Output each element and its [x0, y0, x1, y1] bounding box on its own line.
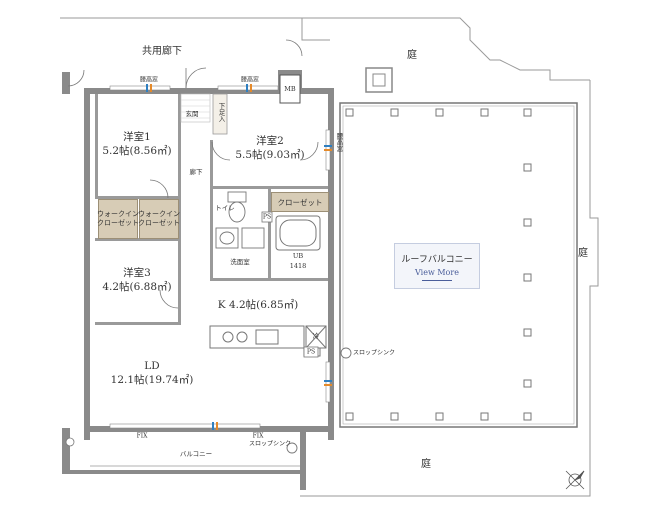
label-common-corridor: 共用廊下	[142, 46, 182, 57]
shoe-box	[212, 93, 228, 135]
ps-box-1	[261, 211, 273, 223]
corridor-walls	[62, 72, 306, 490]
label-window-high-2: 腰高窓	[240, 76, 260, 84]
label-shoe-box: 下足入	[217, 102, 225, 122]
label-balcony: バルコニー	[179, 450, 213, 458]
interior-walls	[95, 94, 328, 325]
room-western1: 洋室1 5.2帖(8.56㎡)	[102, 130, 171, 158]
label-ub: UB	[292, 252, 304, 260]
room-western3-size: 4.2帖(6.88㎡)	[102, 281, 172, 293]
window-markers	[109, 84, 332, 430]
mb-box	[279, 74, 301, 104]
entrance-floor	[180, 93, 211, 123]
walkin-closet-2: ウォークイン クローゼット	[138, 199, 180, 239]
label-mb: MB	[284, 85, 296, 93]
toilet-fixture	[227, 191, 247, 223]
washbasin	[215, 227, 265, 249]
label-entrance: 玄関	[185, 110, 199, 118]
label-ps-1: PS	[262, 213, 272, 221]
room-western2: 洋室2 5.5帖(9.03㎡)	[235, 134, 304, 162]
bathtub	[275, 215, 321, 251]
label-garden-top: 庭	[407, 50, 417, 61]
roof-posts	[345, 108, 532, 421]
closet: クローゼット	[271, 192, 329, 212]
room-western1-size: 5.2帖(8.56㎡)	[102, 145, 172, 157]
label-fridge: 冷	[312, 332, 320, 340]
drain-circle	[65, 437, 75, 447]
label-corridor: 廊下	[189, 168, 203, 176]
room-kitchen: K 4.2帖(6.85㎡)	[217, 299, 299, 311]
room-western3: 洋室3 4.2帖(6.88㎡)	[102, 266, 171, 294]
view-more-label: View More	[415, 267, 459, 277]
roof-balcony-label: ルーフバルコニー	[401, 254, 473, 265]
slop-sink-circle-1	[340, 347, 352, 359]
label-ps-2: PS	[306, 348, 316, 356]
planter	[365, 67, 393, 93]
walkin-closet-1: ウォークイン クローゼット	[97, 199, 139, 239]
label-toilet: トイレ	[215, 204, 235, 212]
site-outline	[60, 17, 599, 497]
roof-balcony-outline	[339, 102, 578, 428]
compass-icon	[565, 470, 585, 490]
slop-sink-circle-2	[286, 442, 298, 454]
label-slop-sink-2: スロップシンク	[248, 440, 292, 448]
label-fix-2: FIX	[252, 432, 264, 440]
door-swings	[67, 39, 319, 309]
room-ld-size: 12.1帖(19.74㎡)	[110, 374, 194, 386]
view-more-underline	[422, 279, 452, 281]
label-garden-right: 庭	[578, 248, 588, 259]
ps-box-2	[303, 346, 319, 358]
room-western2-size: 5.5帖(9.03㎡)	[235, 149, 305, 161]
room-western2-name: 洋室2	[256, 135, 284, 147]
label-window-high-3: 腰高窓	[335, 132, 343, 152]
label-ub-size: 1418	[289, 262, 307, 270]
label-fix-1: FIX	[136, 432, 148, 440]
label-washroom: 洗面室	[230, 258, 250, 266]
room-western1-name: 洋室1	[123, 131, 151, 143]
label-garden-bottom: 庭	[421, 459, 431, 470]
label-window-high-1: 腰高窓	[139, 76, 159, 84]
roof-balcony-view-more-button[interactable]: ルーフバルコニー View More	[394, 243, 480, 289]
room-western3-name: 洋室3	[123, 267, 151, 279]
label-slop-sink-1: スロップシンク	[352, 349, 396, 357]
room-ld: LD 12.1帖(19.74㎡)	[111, 359, 194, 387]
room-ld-name: LD	[144, 360, 160, 372]
